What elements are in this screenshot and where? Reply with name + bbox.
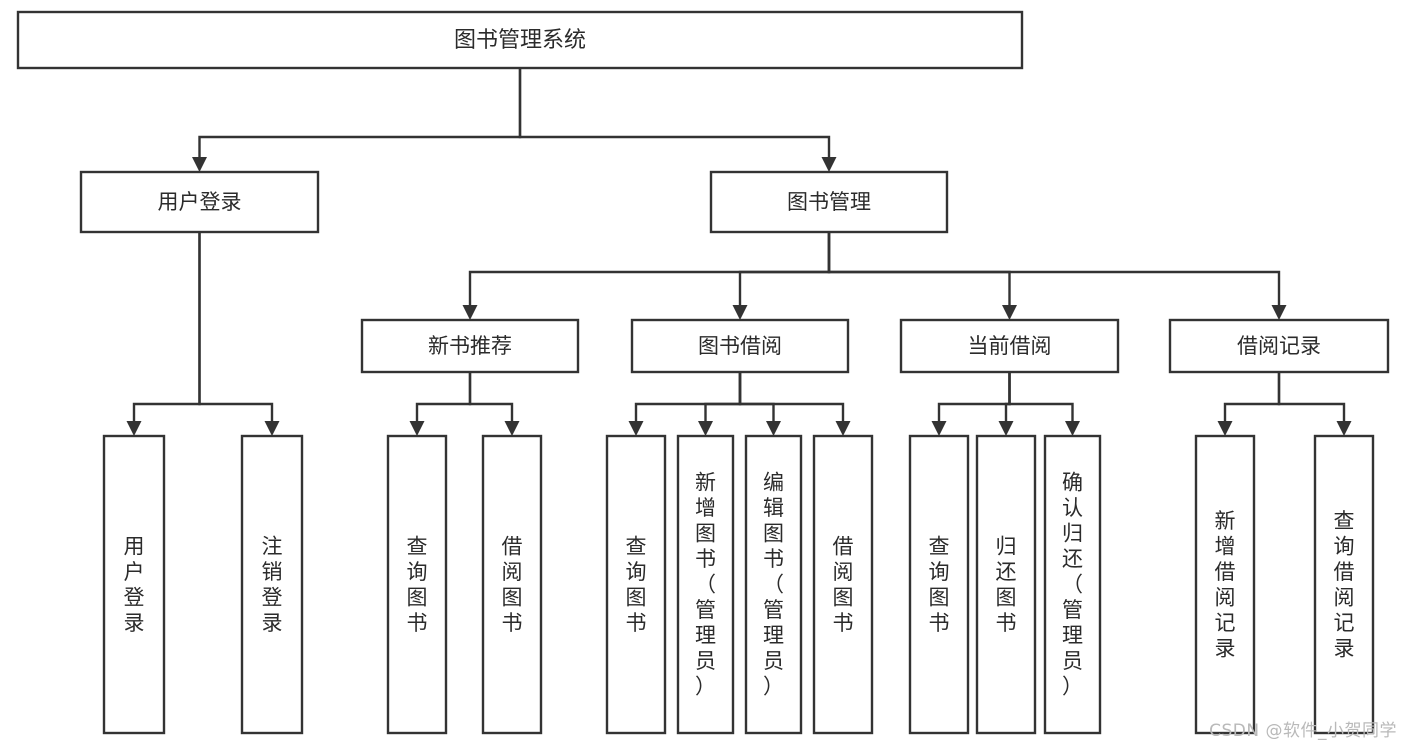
node-box-leaf-user-login[interactable] — [102, 434, 166, 735]
arrowhead-icon — [732, 305, 748, 320]
node-user-login[interactable]: 用户登录 — [79, 170, 320, 234]
connector-borrow-record-to-leaf-query-record — [1277, 372, 1352, 436]
node-label-leaf-query-book-rec: 查询图书 — [407, 534, 428, 635]
connector-book-borrow-to-leaf-borrow-book-b — [738, 372, 851, 436]
node-box-leaf-add-record[interactable] — [1194, 434, 1256, 735]
node-leaf-return-book[interactable]: 归还图书 — [975, 434, 1037, 735]
arrowhead-icon — [192, 157, 207, 172]
node-book-borrow[interactable]: 图书借阅 — [630, 318, 850, 374]
node-box-leaf-logout[interactable] — [240, 434, 304, 735]
node-box-root[interactable] — [16, 10, 1024, 70]
connector-user-login-to-leaf-logout — [198, 232, 280, 436]
arrowhead-icon — [998, 421, 1014, 436]
node-leaf-borrow-book-rec[interactable]: 借阅图书 — [481, 434, 543, 735]
connector-current-borrow-to-leaf-confirm-return — [1008, 372, 1080, 436]
node-box-leaf-query-book-rec[interactable] — [386, 434, 448, 735]
node-label-leaf-query-record: 查询借阅记录 — [1334, 509, 1355, 661]
node-box-borrow-record[interactable] — [1168, 318, 1390, 374]
node-label-book-manage: 图书管理 — [787, 190, 871, 214]
node-leaf-edit-book[interactable]: 编辑图书（管理员） — [744, 434, 803, 735]
node-box-leaf-edit-book[interactable] — [744, 434, 803, 735]
node-box-book-borrow[interactable] — [630, 318, 850, 374]
node-box-leaf-borrow-book-rec[interactable] — [481, 434, 543, 735]
connector-new-book-rec-to-leaf-query-book-rec — [409, 372, 472, 436]
node-box-leaf-confirm-return[interactable] — [1043, 434, 1102, 735]
node-label-borrow-record: 借阅记录 — [1237, 334, 1321, 358]
connector-new-book-rec-to-leaf-borrow-book-rec — [468, 372, 520, 436]
node-label-leaf-add-record: 新增借阅记录 — [1215, 509, 1236, 661]
node-label-leaf-logout: 注销登录 — [262, 534, 283, 635]
arrowhead-icon — [821, 157, 837, 172]
node-box-leaf-borrow-book-b[interactable] — [812, 434, 874, 735]
node-box-leaf-query-book-b[interactable] — [605, 434, 667, 735]
connector-book-manage-to-book-borrow — [732, 232, 831, 320]
node-leaf-user-login[interactable]: 用户登录 — [102, 434, 166, 735]
arrowhead-icon — [931, 421, 947, 436]
node-leaf-logout[interactable]: 注销登录 — [240, 434, 304, 735]
arrowhead-icon — [628, 421, 644, 436]
nodes-layer: 图书管理系统用户登录图书管理新书推荐图书借阅当前借阅借阅记录用户登录注销登录查询… — [16, 10, 1390, 735]
node-leaf-query-record[interactable]: 查询借阅记录 — [1313, 434, 1375, 735]
node-label-current-borrow: 当前借阅 — [968, 334, 1052, 358]
node-leaf-borrow-book-b[interactable]: 借阅图书 — [812, 434, 874, 735]
node-label-leaf-borrow-book-rec: 借阅图书 — [502, 534, 523, 635]
node-label-book-borrow: 图书借阅 — [698, 334, 782, 358]
connector-book-manage-to-current-borrow — [827, 232, 1017, 320]
node-box-user-login[interactable] — [79, 170, 320, 234]
node-label-leaf-return-book: 归还图书 — [996, 534, 1017, 635]
node-label-leaf-edit-book: 编辑图书（管理员） — [763, 471, 784, 699]
node-label-root: 图书管理系统 — [454, 28, 586, 53]
connector-root-to-book-manage — [518, 68, 837, 172]
node-box-leaf-query-book-c[interactable] — [908, 434, 970, 735]
node-label-user-login: 用户登录 — [158, 190, 242, 214]
node-label-leaf-query-book-b: 查询图书 — [626, 534, 647, 635]
node-box-leaf-query-record[interactable] — [1313, 434, 1375, 735]
node-label-leaf-confirm-return: 确认归还（管理员） — [1062, 471, 1083, 699]
node-label-new-book-rec: 新书推荐 — [428, 334, 512, 358]
node-borrow-record[interactable]: 借阅记录 — [1168, 318, 1390, 374]
node-box-leaf-return-book[interactable] — [975, 434, 1037, 735]
arrowhead-icon — [504, 421, 520, 436]
node-box-new-book-rec[interactable] — [360, 318, 580, 374]
connector-book-manage-to-borrow-record — [827, 232, 1287, 320]
node-leaf-add-record[interactable]: 新增借阅记录 — [1194, 434, 1256, 735]
arrowhead-icon — [1217, 421, 1233, 436]
arrowhead-icon — [462, 305, 478, 320]
arrowhead-icon — [1336, 421, 1352, 436]
arrowhead-icon — [698, 421, 713, 436]
arrowhead-icon — [1271, 305, 1287, 320]
connector-book-borrow-to-leaf-add-book — [698, 372, 742, 436]
node-root[interactable]: 图书管理系统 — [16, 10, 1024, 70]
node-leaf-query-book-rec[interactable]: 查询图书 — [386, 434, 448, 735]
node-leaf-query-book-b[interactable]: 查询图书 — [605, 434, 667, 735]
connector-user-login-to-leaf-user-login — [126, 232, 201, 436]
node-box-current-borrow[interactable] — [899, 318, 1120, 374]
arrowhead-icon — [126, 421, 142, 436]
arrowhead-icon — [264, 421, 280, 436]
node-label-leaf-borrow-book-b: 借阅图书 — [833, 534, 854, 635]
arrowhead-icon — [835, 421, 851, 436]
node-new-book-rec[interactable]: 新书推荐 — [360, 318, 580, 374]
node-label-leaf-query-book-c: 查询图书 — [929, 534, 950, 635]
node-label-leaf-add-book: 新增图书（管理员） — [695, 471, 716, 699]
arrowhead-icon — [1065, 421, 1080, 436]
node-leaf-add-book[interactable]: 新增图书（管理员） — [676, 434, 735, 735]
connectors-layer — [126, 68, 1352, 436]
connector-root-to-user-login — [192, 68, 522, 172]
node-book-manage[interactable]: 图书管理 — [709, 170, 949, 234]
connector-current-borrow-to-leaf-query-book-c — [931, 372, 1011, 436]
node-leaf-confirm-return[interactable]: 确认归还（管理员） — [1043, 434, 1102, 735]
arrowhead-icon — [1002, 305, 1017, 320]
arrowhead-icon — [409, 421, 425, 436]
watermark-text: CSDN @软件_小贺同学 — [1209, 721, 1397, 741]
node-leaf-query-book-c[interactable]: 查询图书 — [908, 434, 970, 735]
connector-book-manage-to-new-book-rec — [462, 232, 831, 320]
connector-borrow-record-to-leaf-add-record — [1217, 372, 1281, 436]
arrowhead-icon — [766, 421, 781, 436]
node-current-borrow[interactable]: 当前借阅 — [899, 318, 1120, 374]
node-box-book-manage[interactable] — [709, 170, 949, 234]
node-box-leaf-add-book[interactable] — [676, 434, 735, 735]
node-label-leaf-user-login: 用户登录 — [124, 534, 145, 635]
